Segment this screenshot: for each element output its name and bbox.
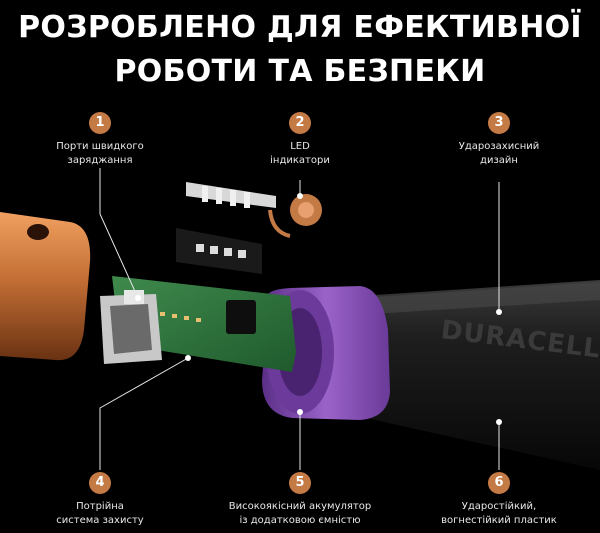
callout-leader-lines — [99, 168, 500, 470]
callout-led-indicators: 2 LED індикатори — [220, 112, 380, 168]
usb-port — [100, 290, 162, 364]
callout-high-capacity-battery: 5 Високоякісний акумулятор із додатковою… — [205, 472, 395, 528]
callout-number-badge: 3 — [488, 112, 510, 134]
callout-number-badge: 6 — [488, 472, 510, 494]
callout-label: Потрійна система захисту — [56, 501, 144, 526]
callout-number-badge: 2 — [289, 112, 311, 134]
led-light-guide — [186, 182, 322, 238]
headline-line-2: РОБОТИ ТА БЕЗПЕКИ — [114, 54, 486, 89]
callout-label: Високоякісний акумулятор із додатковою є… — [228, 501, 372, 526]
callout-number-badge: 5 — [289, 472, 311, 494]
callout-fast-charging-ports: 1 Порти швидкого заряджання — [20, 112, 180, 168]
callout-number-badge: 1 — [89, 112, 111, 134]
callout-number-badge: 4 — [89, 472, 111, 494]
headline-line-1: РОЗРОБЛЕНО ДЛЯ ЕФЕКТИВНОЇ — [18, 10, 582, 45]
callout-label: LED індикатори — [270, 141, 330, 166]
callout-fireproof-plastic: 6 Ударостійкий, вогнестійкий пластик — [419, 472, 579, 528]
callout-shockproof-design: 3 Ударозахисний дизайн — [419, 112, 579, 168]
callout-anchor-dots — [135, 193, 502, 425]
callout-triple-protection: 4 Потрійна система захисту — [20, 472, 180, 528]
copper-end-cap — [0, 212, 91, 361]
callout-label: Ударостійкий, вогнестійкий пластик — [441, 501, 557, 526]
callout-label: Ударозахисний дизайн — [458, 141, 540, 166]
led-socket — [176, 228, 262, 274]
headline: РОЗРОБЛЕНО ДЛЯ ЕФЕКТИВНОЇ РОБОТИ ТА БЕЗП… — [0, 6, 600, 94]
callout-label: Порти швидкого заряджання — [56, 141, 144, 166]
